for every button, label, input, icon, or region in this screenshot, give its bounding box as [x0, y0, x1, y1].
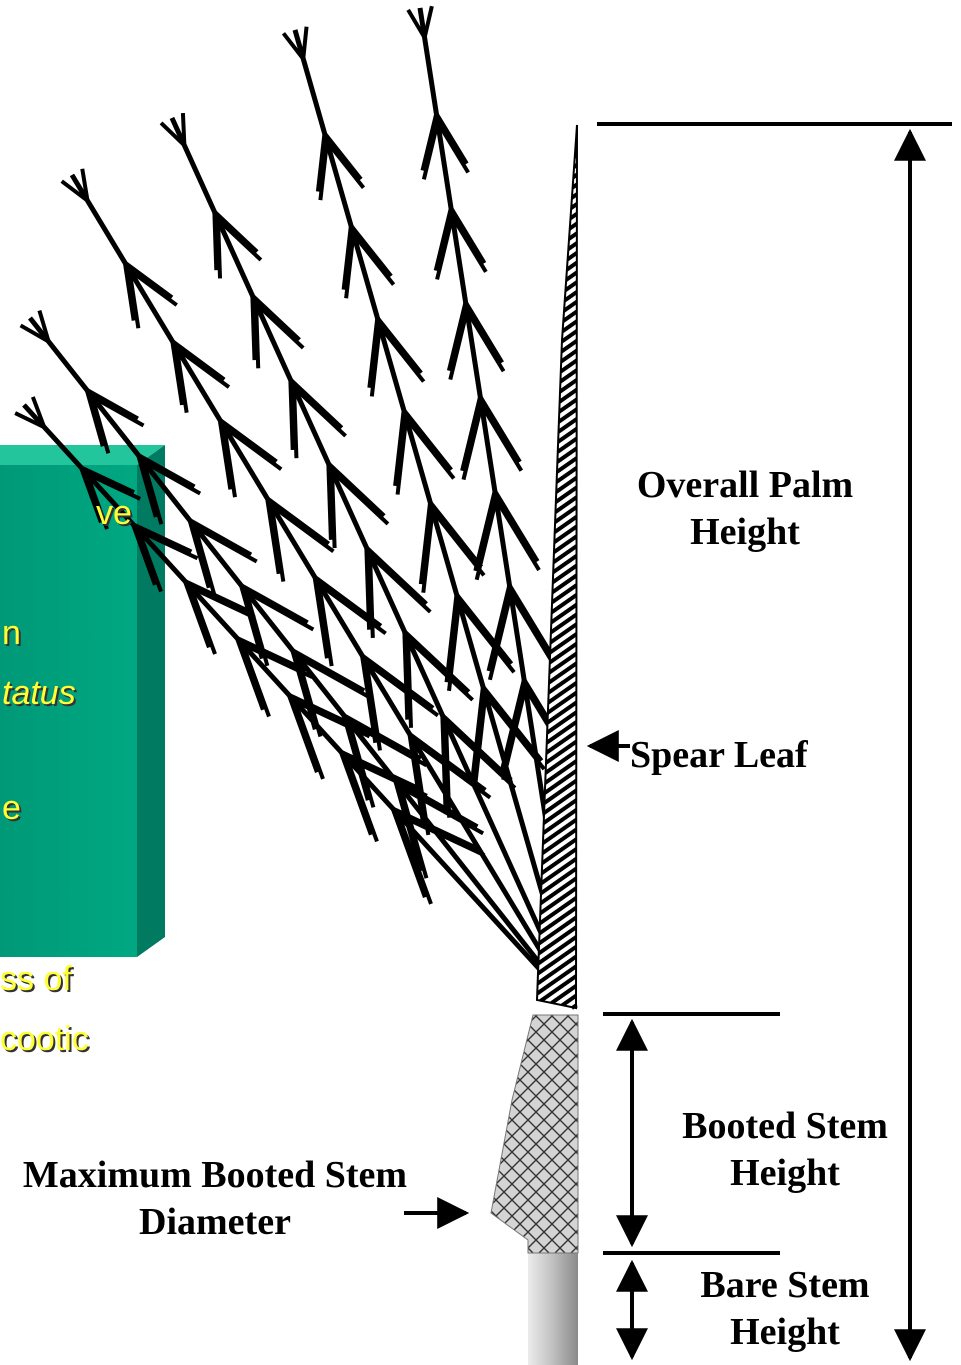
frond-pinna [367, 663, 438, 716]
frond-pinna [332, 471, 388, 523]
frond-pinna [404, 631, 469, 692]
note-fragment-2: n [2, 616, 21, 650]
frond-pinna [218, 220, 220, 279]
spear-leaf-label: Spear Leaf [630, 732, 860, 779]
frond-pinna [129, 270, 176, 305]
frond-pinna [328, 463, 331, 540]
frond-pinna [463, 405, 481, 479]
frond-pinna [252, 295, 254, 360]
frond-tip [183, 113, 184, 145]
note-fragment-6: cootic [0, 1022, 89, 1056]
frond-pinna [294, 388, 346, 436]
overall-palm-height-label: Overall Palm Height [595, 462, 895, 556]
frond-pinna [328, 463, 384, 515]
max-booted-stem-diameter-label: Maximum Booted Stem Diameter [20, 1152, 410, 1246]
note-fragment-3: tatus [2, 676, 76, 710]
frond-pinna [290, 379, 342, 427]
bare-stem-height-label: Bare Stem Height [670, 1262, 900, 1356]
frond-pinna [256, 304, 303, 348]
note-fragment-1: ve [96, 496, 132, 530]
frond-2 [283, 27, 575, 1008]
bare-stem [528, 1253, 578, 1365]
spear-leaf-shape [537, 125, 577, 1008]
frond-pinna [214, 212, 216, 271]
booted-stem-height-label: Booted Stem Height [660, 1103, 910, 1197]
frond-pinna [366, 547, 426, 604]
frond-pinna [450, 311, 467, 380]
frond-pinna [408, 639, 473, 700]
frond-pinna [475, 491, 494, 571]
frond-pinna [252, 295, 299, 339]
frond-pinna [224, 427, 281, 469]
frond-pinna [319, 584, 385, 633]
frond-pinna [290, 379, 292, 450]
frond-tip [425, 6, 432, 37]
note-fragment-4: e [2, 791, 21, 825]
note-fragment-5: ss of [0, 962, 72, 996]
frond-pinna [177, 349, 229, 387]
frond-pinna [462, 396, 480, 470]
frond-pinna [449, 302, 466, 371]
frond-pinna [272, 506, 334, 552]
frond-tip [303, 27, 306, 59]
booted-stem [491, 1015, 578, 1253]
